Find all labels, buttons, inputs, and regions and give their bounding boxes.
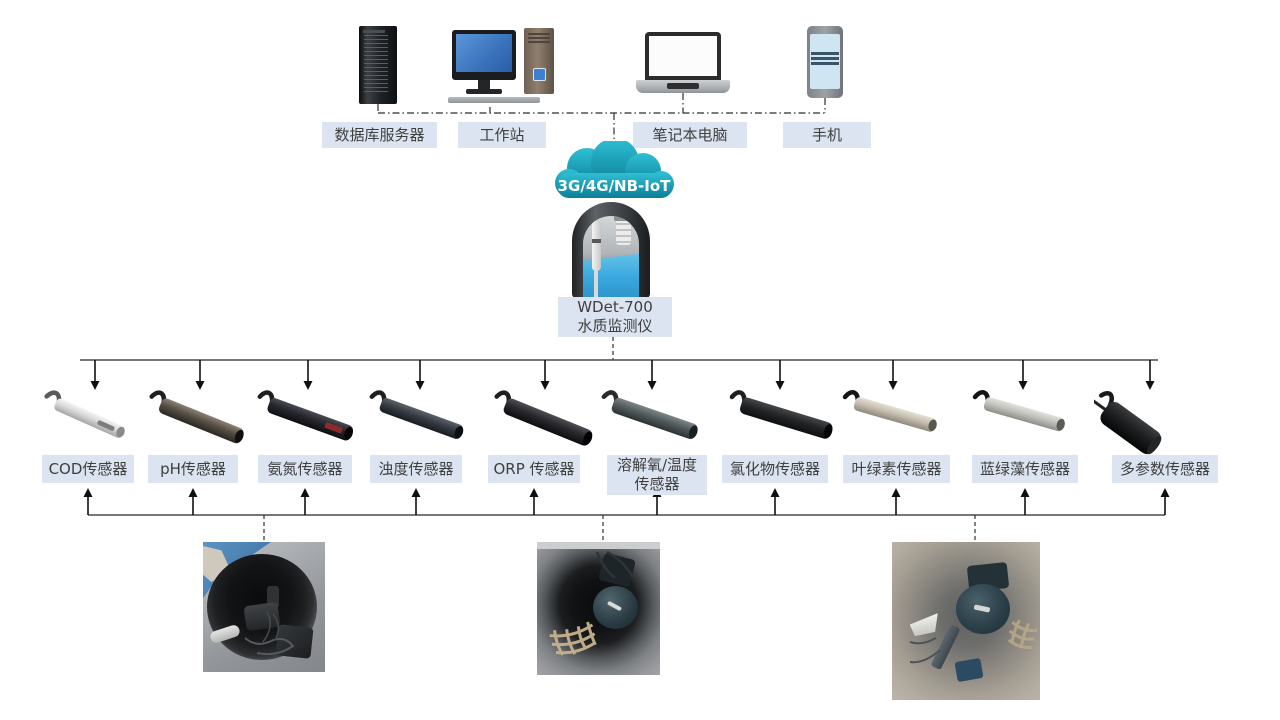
laptop-base (636, 80, 730, 93)
label-database-server: 数据库服务器 (322, 122, 437, 148)
monitor-stand (478, 80, 490, 89)
water-quality-monitor-icon (572, 202, 650, 298)
sensor-probe-icon (144, 380, 274, 458)
label-phone: 手机 (783, 122, 871, 148)
monitor-base (466, 89, 502, 94)
label-wdet-700: WDet-700 水质监测仪 (558, 297, 672, 337)
cables-and-net (909, 619, 1038, 664)
desktop-workstation-icon (452, 30, 516, 80)
monitor-cutaway (583, 216, 639, 298)
keyboard-tray (448, 97, 540, 103)
sensor-label: pH传感器 (148, 455, 238, 483)
sensor-probe-icon (596, 380, 726, 458)
sensor-label: 多参数传感器 (1112, 455, 1218, 483)
sensor-label: ORP 传感器 (488, 455, 580, 483)
sensor-probe-icon (724, 380, 854, 458)
sensor-float-device (593, 586, 638, 629)
concrete-edge (537, 542, 660, 549)
cables-and-net (549, 550, 635, 656)
sensor-float-device (956, 584, 1010, 634)
phone-screen-stripes (811, 52, 839, 65)
network-cloud-icon: 3G/4G/NB-IoT (555, 141, 674, 198)
server-rack-icon (359, 26, 397, 104)
sensor-label: 蓝绿藻传感器 (972, 455, 1078, 483)
sensor-probe-icon (489, 380, 619, 458)
sensor-probe-icon (967, 380, 1097, 458)
sensor-probe-icon (252, 380, 382, 458)
manhole-well-photo-1 (203, 542, 325, 672)
sensor-probe-icon (364, 380, 494, 458)
sensor-label: 氯化物传感器 (722, 455, 828, 483)
sensor-label: COD传感器 (42, 455, 134, 483)
cloud-label: 3G/4G/NB-IoT (558, 177, 672, 195)
sensor-probe-icon (1081, 380, 1224, 458)
sensor-label: 溶解氧/温度 传感器 (607, 455, 707, 495)
sensor-label: 叶绿素传感器 (843, 455, 950, 483)
monitor-screen (456, 34, 512, 72)
sensor-label: 浊度传感器 (370, 455, 462, 483)
label-laptop: 笔记本电脑 (633, 122, 747, 148)
sensor-probe-icon (837, 380, 967, 458)
manhole-well-photo-2 (537, 542, 660, 675)
sensor-label: 氨氮传感器 (258, 455, 352, 483)
label-workstation: 工作站 (458, 122, 546, 148)
manhole-well-photo-3 (892, 542, 1040, 700)
pc-tower-icon (524, 28, 554, 94)
laptop-icon (645, 32, 721, 80)
internal-probe (592, 221, 601, 297)
internal-filter (614, 216, 633, 245)
sensor-probe-icon (39, 380, 169, 458)
smartphone-icon (807, 26, 843, 98)
cables (244, 611, 295, 656)
